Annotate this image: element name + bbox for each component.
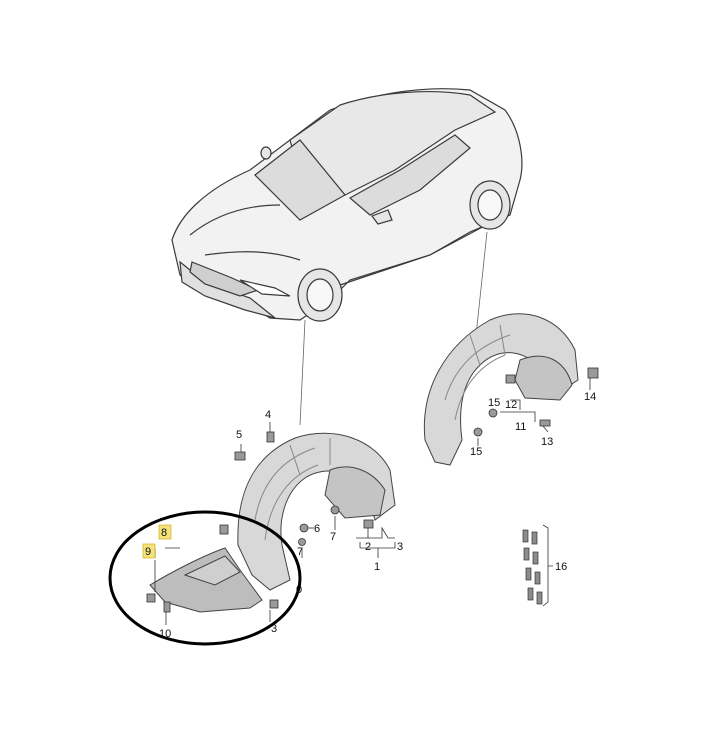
callout-8-highlight xyxy=(158,524,172,540)
leader-line-rear xyxy=(474,231,488,346)
car-side-line xyxy=(339,214,506,286)
callout-13: 13 xyxy=(541,436,553,448)
rear-liner-ribs xyxy=(444,324,511,421)
callout-15a: 15 xyxy=(488,397,500,409)
clip-3b xyxy=(269,599,279,609)
screw-13 xyxy=(539,419,551,427)
callout-12: 12 xyxy=(505,399,517,411)
screw-16g xyxy=(527,587,534,601)
screw-16e xyxy=(525,567,532,581)
clip-14 xyxy=(587,367,599,379)
callout-leaders xyxy=(154,378,591,625)
callout-11: 11 xyxy=(515,421,526,433)
clip-2 xyxy=(363,519,374,529)
screw-4 xyxy=(266,431,275,443)
highlight-circle xyxy=(108,510,302,646)
nut-7b xyxy=(330,505,340,515)
screw-set-16 xyxy=(522,529,543,605)
clip-12 xyxy=(505,374,516,384)
callout-8: 8 xyxy=(161,527,167,539)
bracket-16 xyxy=(542,524,553,607)
rear-liner-inner xyxy=(514,355,573,401)
callout-4: 4 xyxy=(265,409,271,421)
car-body-outline xyxy=(171,88,523,321)
nut-6 xyxy=(299,523,309,533)
callout-5: 5 xyxy=(236,429,242,441)
leader-line-front xyxy=(299,319,306,426)
clip-5b xyxy=(219,524,229,535)
screw-16a xyxy=(522,529,529,543)
nut-15a xyxy=(488,408,498,418)
car-hood-line xyxy=(189,204,301,261)
callout-7: 7 xyxy=(297,546,303,558)
front-wheelhouse-liner xyxy=(237,432,396,591)
front-liner-inner xyxy=(324,466,386,519)
screw-16h xyxy=(536,591,543,605)
rear-wheelhouse-liner xyxy=(423,313,579,466)
front-liner-ribs xyxy=(254,438,331,541)
car-illustration xyxy=(171,88,523,322)
screw-16d xyxy=(532,551,539,565)
screw-16c xyxy=(523,547,530,561)
callout-9-highlight xyxy=(142,543,156,559)
callout-16: 16 xyxy=(555,561,567,573)
car-front-rim xyxy=(306,278,334,312)
callout-3b: 3 xyxy=(271,623,277,635)
callout-2: 2 xyxy=(365,541,371,553)
callout-7b: 7 xyxy=(330,531,336,543)
car-roof xyxy=(289,90,497,196)
screw-16b xyxy=(531,531,538,545)
car-headlight xyxy=(239,279,291,297)
callout-14: 14 xyxy=(584,391,596,403)
clip-5 xyxy=(234,451,246,461)
callout-1: 1 xyxy=(374,561,380,573)
car-side-camera xyxy=(260,146,272,160)
underbody-panel xyxy=(149,547,263,613)
car-mirror xyxy=(371,209,393,225)
nut-15b xyxy=(473,427,483,437)
screw-10 xyxy=(163,601,171,613)
car-grille xyxy=(189,261,260,297)
car-rear-rim xyxy=(477,189,503,221)
callout-15b: 15 xyxy=(470,446,482,458)
car-side-window xyxy=(348,134,471,216)
car-windshield xyxy=(254,139,346,221)
screw-16f xyxy=(534,571,541,585)
callout-6: 6 xyxy=(314,523,320,535)
callout-3: 3 xyxy=(397,541,403,553)
clip-9 xyxy=(146,593,156,603)
underbody-panel-top xyxy=(183,555,241,586)
callout-9: 9 xyxy=(145,546,151,558)
screw-7 xyxy=(298,538,306,546)
fasteners xyxy=(146,367,599,613)
